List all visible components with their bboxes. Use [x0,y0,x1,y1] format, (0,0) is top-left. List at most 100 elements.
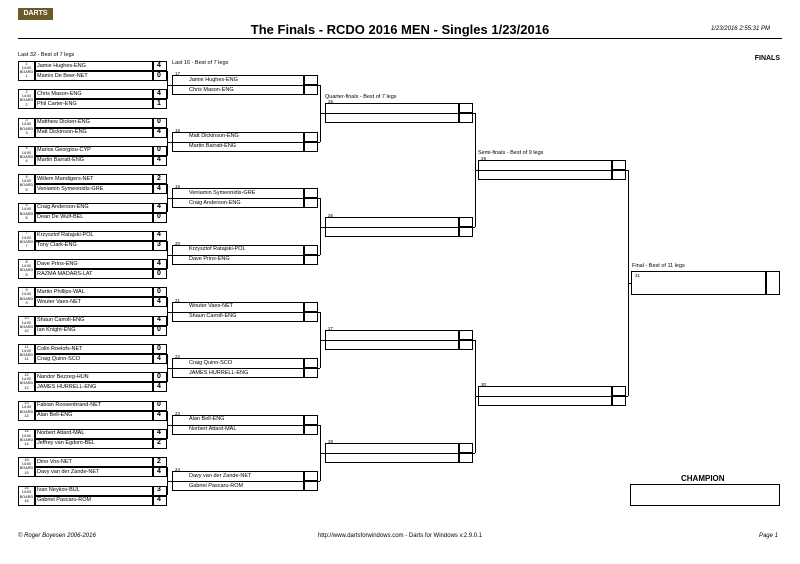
match-number: 19 [175,184,181,190]
match-number: 29 [481,156,487,162]
player-score: 4 [157,411,161,419]
score-box [612,160,626,171]
match-info-num: 7 [25,231,28,236]
match-info-board: BOARD [19,409,34,414]
score-box [153,315,167,326]
player-slot [35,410,153,421]
player-slot [35,127,153,138]
match-number: 21 [175,297,181,303]
match-info-box [18,344,35,364]
bracket-line [473,226,475,228]
match-info-num: 13 [24,401,29,406]
match-info-box [18,61,35,81]
score-box [153,240,167,251]
round-label-quarter-finals: Quarter-finals - Best of 7 legs [325,94,397,100]
match-number: 26 [328,212,334,218]
bracket-line [167,127,168,156]
match-divider [172,198,304,200]
bracket-line [167,184,168,213]
match-number: 22 [175,354,181,360]
player-slot [35,61,153,71]
match-info-board: BOARD [19,98,34,103]
player-slot [35,117,153,128]
player-name: RAZMA MADARS-LAT [37,270,93,277]
match-number: 25 [328,99,334,105]
score-box [153,71,167,81]
match-info-box [18,89,35,110]
player-name: Phil Carter-ENG [37,100,77,107]
match-info-box [18,145,35,166]
match-info-box [18,287,35,308]
match-info-board: BOARD [19,126,34,131]
player-score: 3 [157,241,161,249]
player-name: Dave Prins-ENG [189,256,230,263]
match-info-board: BOARD [19,296,34,301]
player-name: Martin Barratt-ENG [189,143,237,150]
score-box [153,410,167,421]
player-score: 4 [157,89,161,97]
match-info-board: BOARD [19,268,34,273]
player-name: Dave Prins-ENG [37,260,78,267]
match-info-num: 12 [24,372,29,377]
player-name: JAMES HURRELL-ENG [37,383,97,390]
score-box [153,400,167,411]
match-info-board: BOARD [19,438,34,442]
score-box [304,424,318,435]
match-number: 17 [175,71,181,77]
player-name: Marios Georgiou-CYP [37,147,91,154]
page-title: The Finals - RCDO 2016 MEN - Singles 1/2… [250,22,550,37]
player-name: Alan Bell-ENG [37,412,73,419]
player-slot [35,325,153,336]
match-info-bnum: 15 [24,470,29,475]
match-divider [325,453,459,455]
score-box [153,325,167,336]
player-name: Krzysztof Ratajski-POL [189,246,246,253]
bracket-line [167,467,168,496]
player-slot [35,400,153,411]
match-divider [172,141,304,143]
match-info-bnum: 10 [24,329,29,334]
match-info-board: BOARD [19,183,34,188]
match-info-bnum: 4 [25,159,28,164]
bracket-line [320,453,325,455]
match-info-board: BOARD [19,155,34,159]
bracket-line [167,141,172,143]
player-name: Veniamin Symeonidis-GRE [37,185,104,192]
score-box [304,254,318,265]
score-box [459,453,473,464]
player-score: 0 [157,372,161,380]
match-info-time: 14:00 [21,490,32,495]
bracket-line [318,424,320,426]
match-divider [478,396,612,398]
player-name: Jeffrey van Egdom-BEL [37,440,95,447]
score-box [153,61,167,71]
score-box [153,457,167,468]
score-box [153,117,167,128]
score-box [153,344,167,354]
score-box [459,329,473,340]
player-name: Chris Mason-ENG [189,86,234,93]
player-score: 0 [157,344,161,352]
player-slot [35,174,153,185]
score-box [153,259,167,270]
round-label-last-16: Last 16 - Best of 7 legs [172,60,229,66]
match-info-board: BOARD [19,239,34,244]
player-name: Krzysztof Ratajski-POL [37,232,94,239]
match-info-box [18,174,35,195]
champion-box [630,484,780,506]
match-number: 31 [635,273,641,279]
bracket-line [475,396,478,398]
player-score: 2 [157,457,161,465]
score-box [153,382,167,393]
score-box [459,113,473,124]
match-info-time: 14:00 [21,348,32,353]
player-score: 4 [157,231,161,239]
score-box [153,485,167,496]
player-slot [35,428,153,439]
match-info-time: 14:00 [21,462,32,466]
player-name: Nandor Bezzeg-HUN [37,373,89,380]
match-info-num: 2 [25,89,28,94]
player-slot [35,259,153,270]
score-box [153,287,167,298]
match-info-num: 6 [25,203,28,207]
